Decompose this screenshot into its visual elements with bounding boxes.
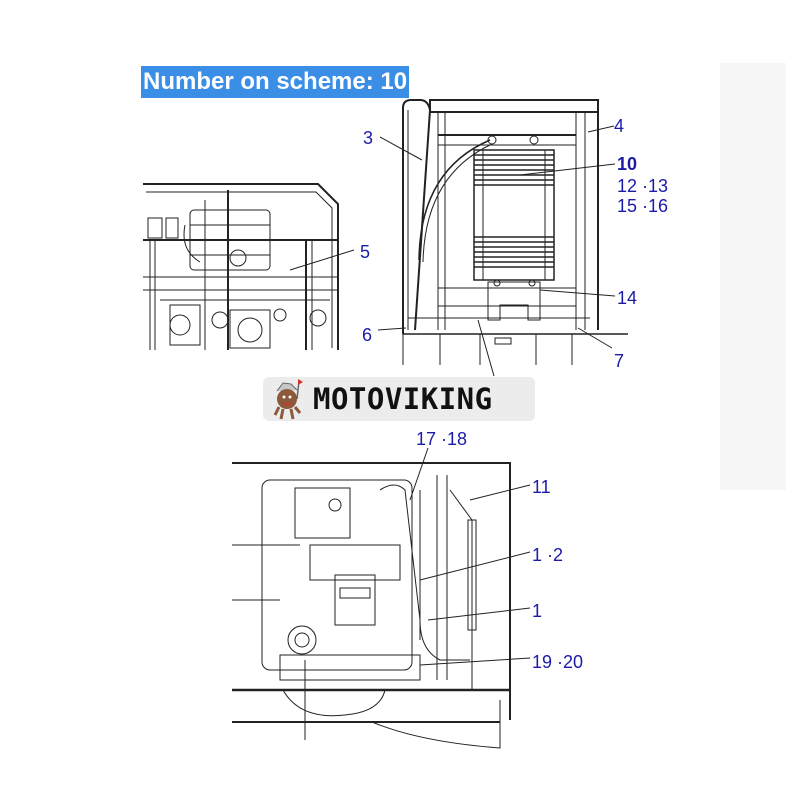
callout-17-18: 17 ·18: [416, 429, 468, 449]
callout-6: 6: [362, 325, 373, 345]
callout-19-20: 19 ·20: [532, 652, 584, 672]
callout-11: 11: [532, 477, 551, 497]
scheme-number-title: Number on scheme: 10: [141, 66, 410, 98]
side-panel: [720, 63, 786, 490]
callout-4: 4: [614, 116, 625, 136]
watermark-text: MOTOVIKING: [313, 382, 493, 416]
callout-7: 7: [614, 351, 625, 371]
viking-mascot-icon: [273, 379, 303, 420]
motoviking-watermark: MOTOVIKING: [263, 377, 535, 421]
callout-14: 14: [617, 288, 638, 308]
callout-5: 5: [360, 242, 371, 262]
callout-1: 1: [532, 601, 543, 621]
callout-10-selected: 10: [617, 154, 638, 174]
callout-1-2: 1 ·2: [532, 545, 564, 565]
view-bottom: [232, 447, 531, 749]
view-top-right: [377, 99, 628, 377]
callout-3: 3: [363, 128, 374, 148]
callout-12-13: 12 ·13: [617, 176, 669, 196]
callout-15-16: 15 ·16: [617, 196, 669, 216]
view-top-left: [143, 183, 355, 350]
